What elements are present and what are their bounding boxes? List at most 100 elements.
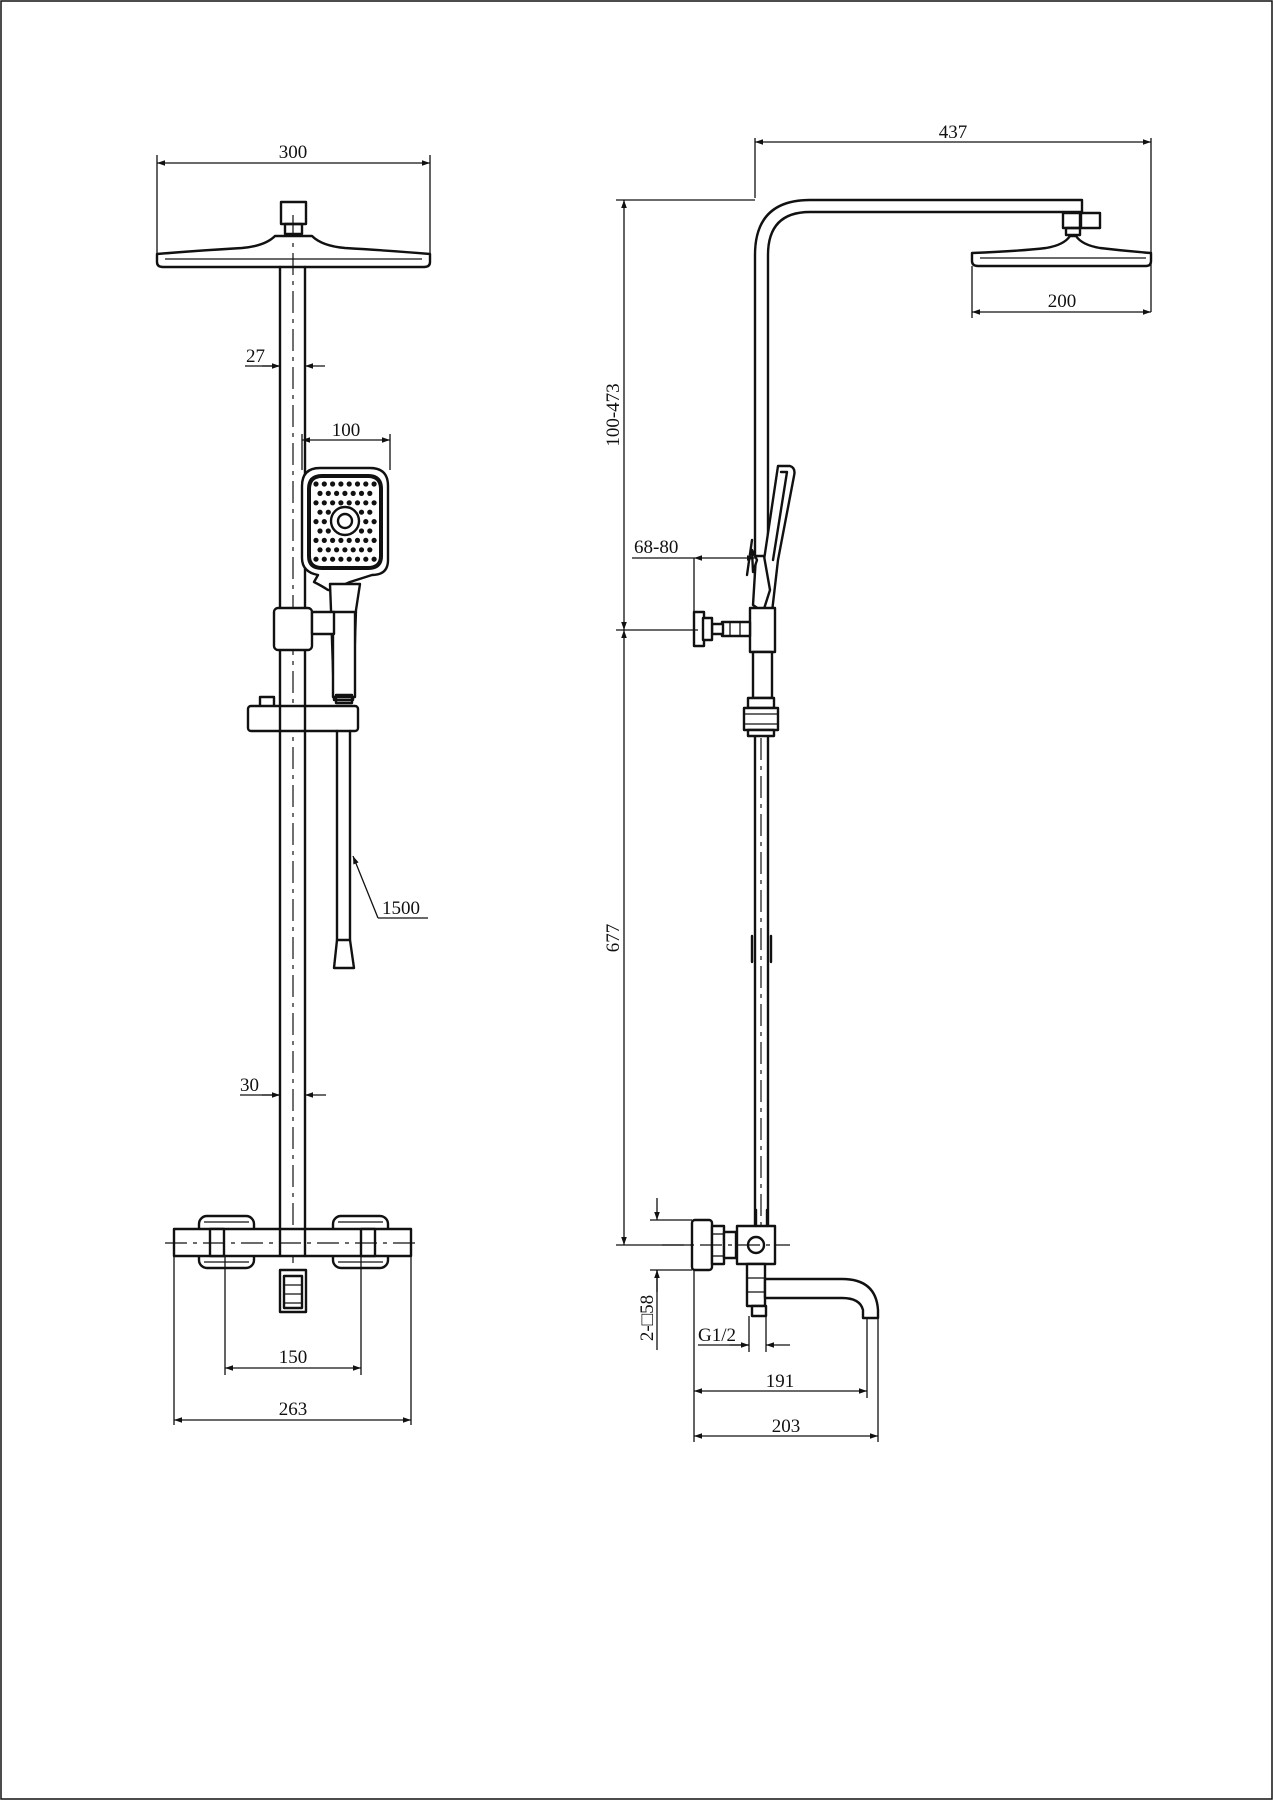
nozzle-dot (313, 556, 319, 562)
front-dim-300: 300 (156, 142, 431, 265)
nozzle-dot (325, 528, 331, 534)
side-dim-203: 203 (694, 1318, 879, 1442)
nozzle-dot (363, 500, 369, 506)
front-view: 300 27 100 1500 30 150 (155, 142, 432, 1425)
side-dim-437: 437 (754, 122, 1152, 312)
nozzle-dot (354, 537, 361, 544)
nozzle-dot (346, 556, 352, 562)
nozzle-dot (317, 528, 323, 534)
nozzle-dot (350, 547, 356, 553)
dim-300-label: 300 (279, 142, 308, 163)
nozzle-dot (325, 547, 331, 553)
front-hose (332, 729, 356, 970)
nozzle-dot (363, 481, 369, 487)
nozzle-dot (334, 490, 340, 496)
side-dim-191: 191 (693, 1270, 868, 1442)
nozzle-dot (321, 556, 327, 562)
front-rail (278, 215, 307, 1300)
nozzle-dot (325, 490, 331, 496)
nozzle-dot (330, 537, 336, 544)
nozzle-dot (371, 556, 377, 562)
nozzle-dot (358, 547, 365, 553)
nozzle-dot (321, 500, 327, 506)
dim-677-label: 677 (603, 924, 624, 953)
nozzle-dot (367, 528, 373, 534)
nozzle-dot (338, 556, 344, 562)
nozzle-dot (325, 509, 331, 515)
dim-68-80-label: 68-80 (634, 537, 678, 558)
front-dim-263: 263 (173, 1256, 412, 1425)
side-dim-100-473: 100-473 (603, 199, 755, 631)
nozzle-dot (358, 490, 365, 496)
nozzle-dot (342, 547, 348, 553)
side-dim-677: 677 (603, 630, 692, 1246)
nozzle-dot (346, 500, 352, 506)
nozzle-dot (334, 547, 340, 553)
front-dim-150: 150 (224, 1256, 362, 1375)
side-overhead-shower (970, 211, 1153, 268)
nozzle-dot (354, 556, 361, 562)
nozzle-dot (367, 509, 373, 515)
nozzle-dot (317, 490, 323, 496)
dim-437-label: 437 (939, 122, 968, 143)
nozzle-dot (371, 519, 377, 525)
nozzle-dot (371, 537, 377, 544)
nozzle-dot (342, 490, 348, 496)
dim-100-473-label: 100-473 (603, 383, 624, 446)
dim-30-label: 30 (240, 1075, 259, 1096)
nozzle-pattern (313, 481, 377, 562)
nozzle-dot (321, 537, 327, 544)
side-dim-68-80: 68-80 (632, 537, 755, 612)
dim-150-label: 150 (279, 1347, 308, 1368)
nozzle-dot (346, 481, 352, 487)
nozzle-dot (313, 537, 319, 544)
nozzle-dot (338, 500, 344, 506)
dim-2-58-label: 2-□58 (637, 1295, 658, 1341)
front-overhead-shower (155, 200, 432, 269)
nozzle-dot (363, 537, 369, 544)
front-slider-shelf (246, 695, 360, 733)
front-dim-27: 27 (245, 346, 325, 369)
nozzle-dot (317, 509, 323, 515)
nozzle-dot (313, 481, 319, 487)
side-dim-g12: G1/2 (698, 1316, 790, 1352)
front-dim-100: 100 (301, 420, 391, 470)
dim-263-label: 263 (279, 1399, 308, 1420)
side-holder-bracket (692, 606, 777, 700)
dim-200-label: 200 (1048, 291, 1077, 312)
nozzle-dot (330, 500, 336, 506)
dim-1500-label: 1500 (382, 898, 420, 919)
nozzle-dot (338, 537, 344, 544)
nozzle-dot (313, 500, 319, 506)
front-hand-shower (272, 466, 390, 705)
nozzle-dot (346, 537, 352, 544)
nozzle-dot (363, 519, 369, 525)
nozzle-dot (321, 481, 327, 487)
nozzle-dot (321, 519, 327, 525)
nozzle-dot (354, 481, 361, 487)
nozzle-dot (371, 481, 377, 487)
nozzle-dot (350, 490, 356, 496)
front-thermostatic-mixer (165, 1214, 420, 1314)
dim-191-label: 191 (766, 1371, 795, 1392)
nozzle-dot (330, 481, 336, 487)
nozzle-dot (371, 500, 377, 506)
nozzle-dot (367, 547, 373, 553)
side-dim-200: 200 (971, 266, 1151, 318)
side-dim-2-58: 2-□58 (637, 1198, 692, 1350)
front-dim-1500: 1500 (352, 855, 428, 919)
nozzle-dot (363, 556, 369, 562)
nozzle-dot (313, 519, 319, 525)
nozzle-dot (358, 509, 365, 515)
side-slider (742, 696, 780, 964)
nozzle-dot (338, 481, 344, 487)
front-dim-30: 30 (240, 1075, 326, 1098)
dim-27-label: 27 (246, 346, 265, 367)
nozzle-dot (367, 490, 373, 496)
side-mixer-spout (662, 1208, 880, 1320)
nozzle-dot (358, 528, 365, 534)
nozzle-dot (330, 556, 336, 562)
dim-g12-label: G1/2 (698, 1325, 736, 1346)
